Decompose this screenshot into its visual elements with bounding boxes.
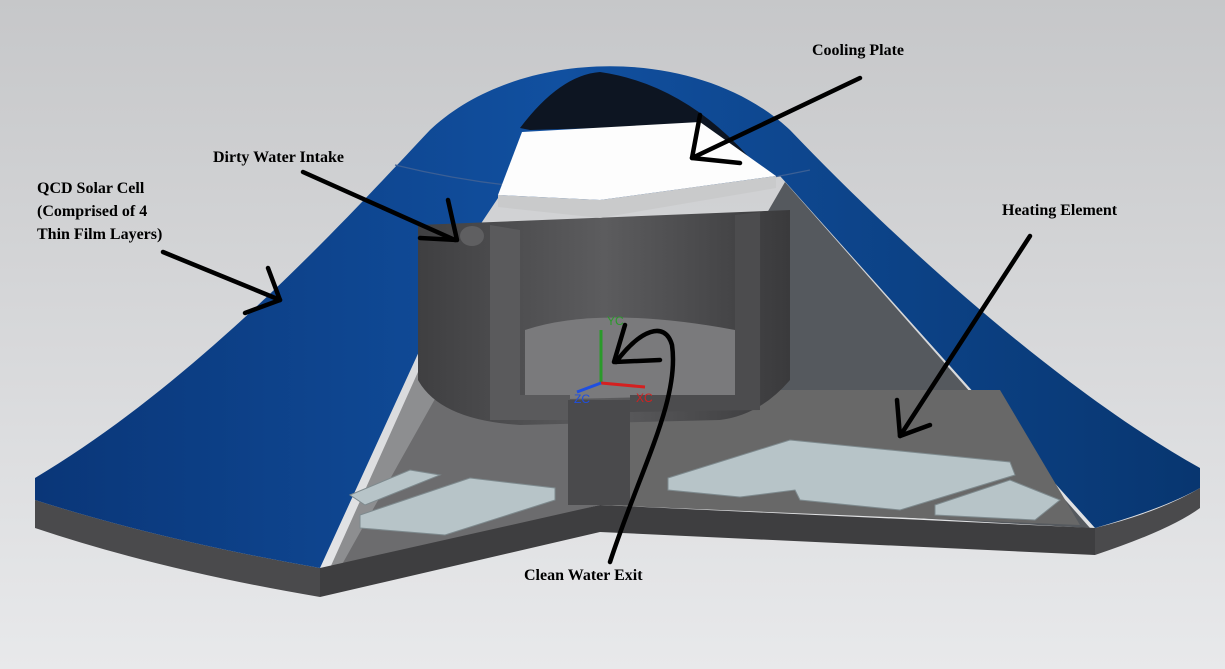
vessel-wall-right <box>630 212 760 412</box>
x-axis <box>600 381 646 389</box>
base-rim-left <box>35 480 320 597</box>
heating-element-label: Heating Element <box>1002 202 1118 219</box>
solar-cell-arrow <box>160 249 283 303</box>
qcd-solar-cell-shell <box>35 66 1200 568</box>
vessel-wall-left <box>490 225 570 420</box>
dirty-water-intake-label: Dirty Water Intake <box>213 149 344 166</box>
vessel-inner-basin <box>525 317 735 400</box>
cooling-plate-label: Cooling Plate <box>812 42 904 59</box>
dirty-water-arrow <box>300 169 458 243</box>
base-rim-right <box>1095 488 1200 555</box>
clean-water-arrow <box>607 328 676 565</box>
clean-water-exit-label: Clean Water Exit <box>524 567 643 584</box>
top-opening <box>520 72 760 170</box>
clean-water-arrowhead <box>611 322 663 365</box>
y-axis-label: YC <box>607 314 624 328</box>
z-axis <box>576 381 602 394</box>
heating-element-arrow <box>897 233 1033 439</box>
solar-cell-label-line2: (Comprised of 4 <box>37 203 147 220</box>
cooling-plate-arrow <box>689 75 863 161</box>
clean-water-exit-pipe <box>568 400 630 505</box>
floor-edge <box>320 505 1095 597</box>
dirty-water-intake-port <box>460 226 484 246</box>
solar-cell-label-line3: Thin Film Layers) <box>37 226 162 243</box>
dirty-water-arrowhead <box>417 197 460 243</box>
cooling-plate-arrowhead <box>689 112 743 166</box>
heating-element-arrowhead <box>894 397 933 439</box>
solar-cell-arrowhead <box>242 265 283 316</box>
heating-elements <box>348 439 1061 536</box>
cooling-plate-edge <box>498 176 776 218</box>
z-axis-label: ZC <box>574 392 590 406</box>
coordinate-triad: YC XC ZC <box>574 314 653 406</box>
cooling-plate <box>498 122 776 200</box>
solar-cell-label-line1: QCD Solar Cell <box>37 180 145 197</box>
x-axis-label: XC <box>636 391 653 405</box>
